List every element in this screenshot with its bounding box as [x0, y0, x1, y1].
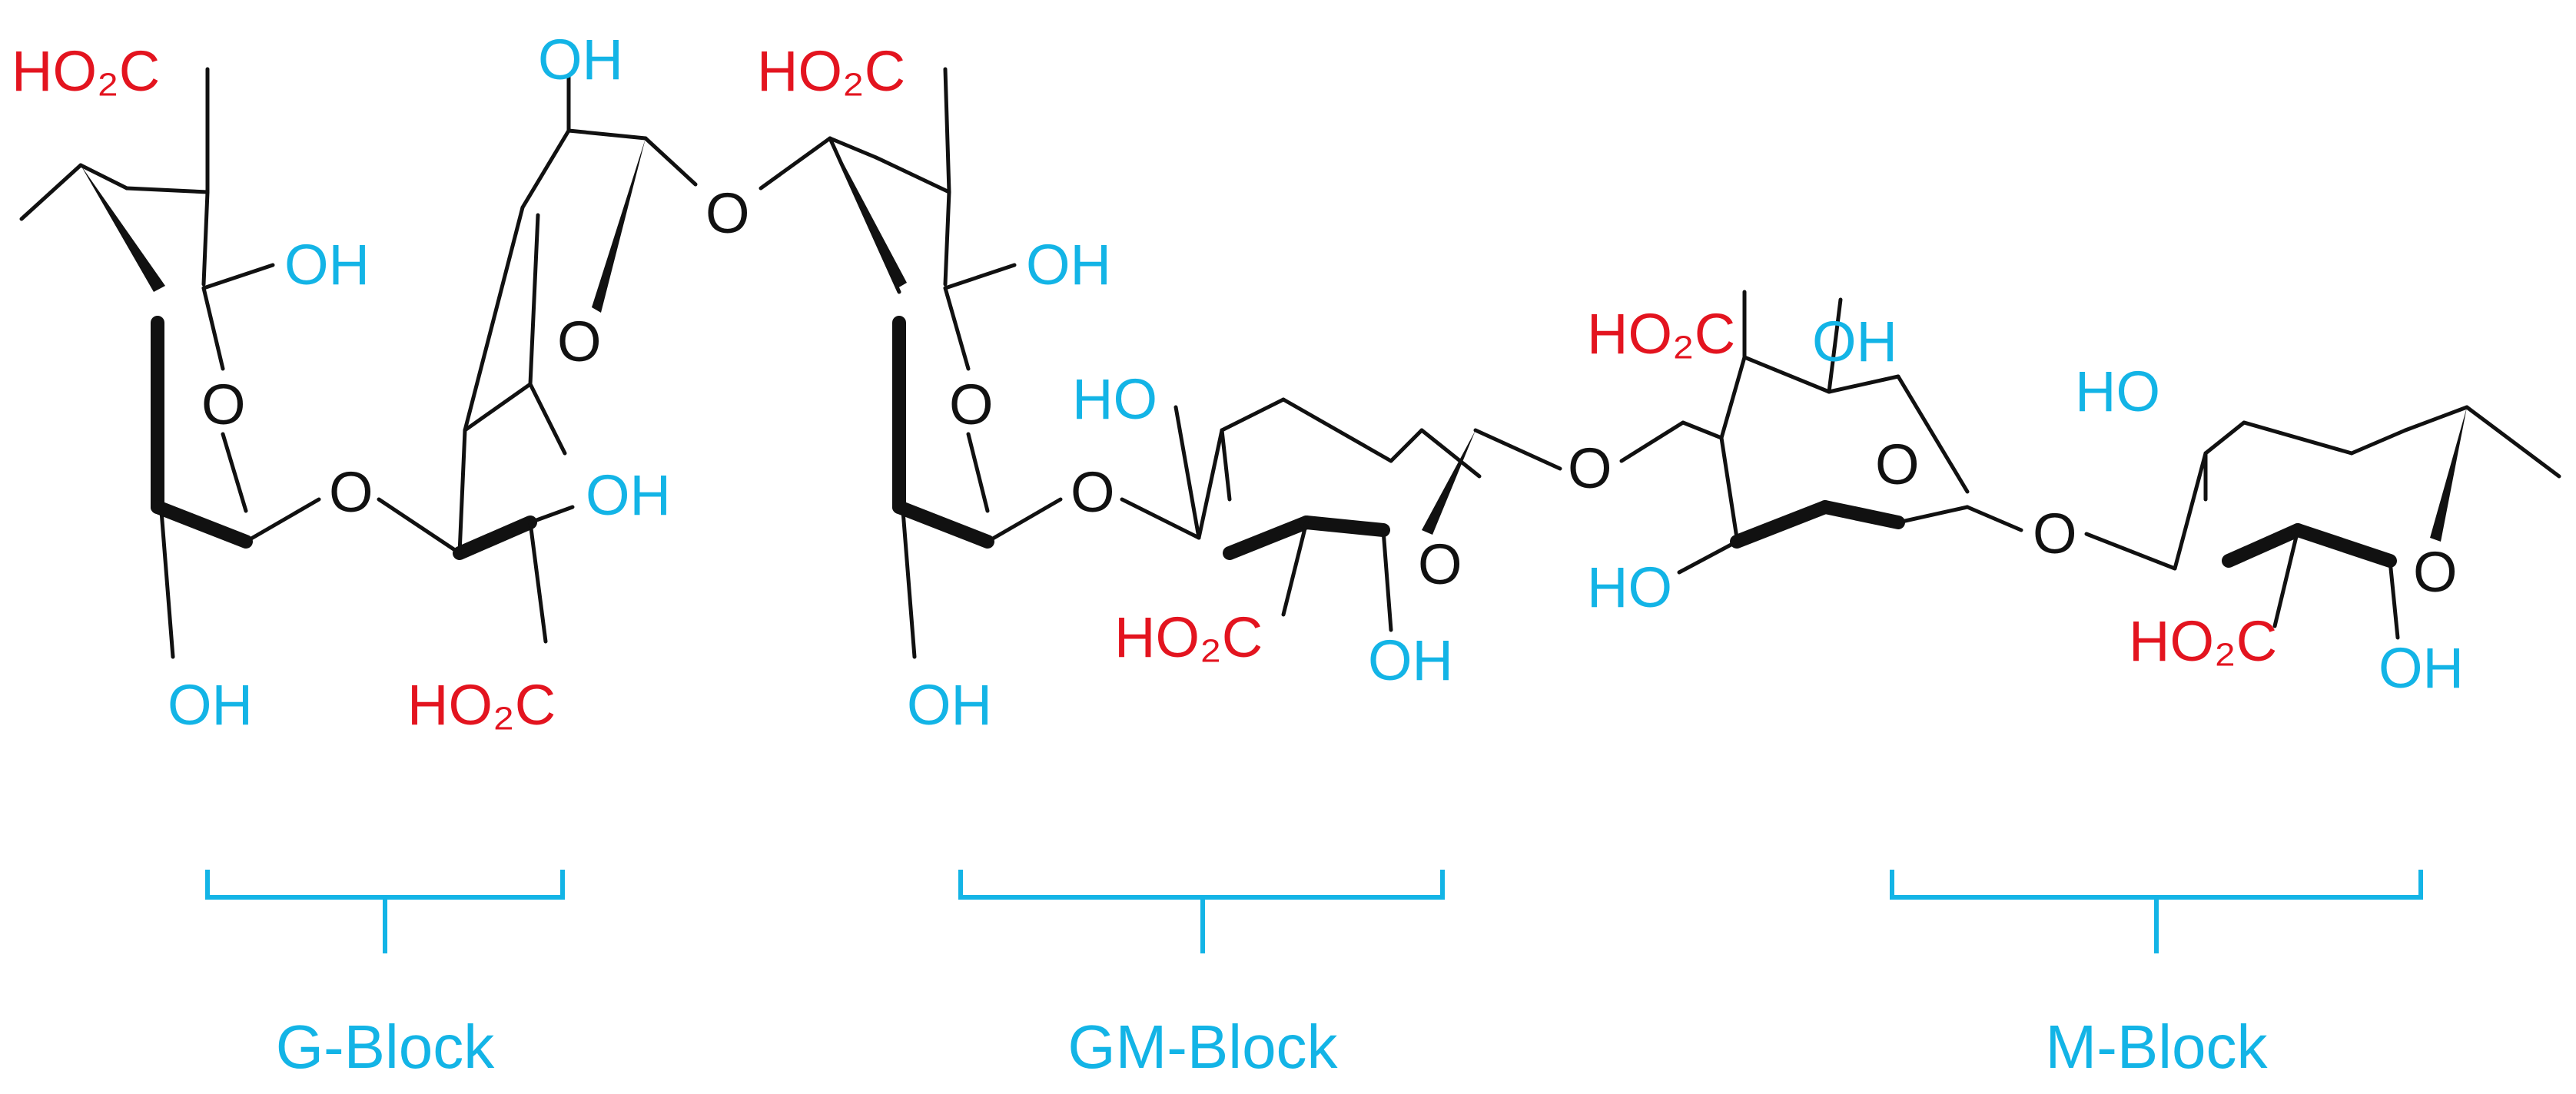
residue-6-ring-oxygen: O — [2413, 540, 2458, 604]
residue-3-lower-oh-label: OH — [907, 673, 992, 737]
residue-1-ring-oxygen: O — [201, 373, 246, 436]
glycosidic-oxygen-3: O — [1071, 460, 1115, 524]
residue-4-oh-label: HO — [1072, 367, 1157, 431]
glycosidic-oxygen-2: O — [705, 181, 750, 245]
residue-1-acid-label: HO₂C — [12, 39, 160, 103]
residue-5-bonds — [1677, 290, 2023, 575]
glycosidic-oxygen-5: O — [2033, 502, 2077, 565]
residue-2-acid-label: HO₂C — [407, 673, 556, 737]
residue-2-bonds — [453, 75, 698, 644]
glycosidic-bond-1 — [377, 497, 462, 555]
gm-block-bracket — [958, 870, 1445, 953]
residue-3-ring-oxygen: O — [949, 373, 994, 436]
residue-5-acid-label: HO₂C — [1587, 302, 1735, 366]
residue-4-acid-label: HO₂C — [1114, 605, 1263, 669]
residue-3-bonds — [828, 67, 1063, 659]
residue-2-ring-oxygen: O — [557, 310, 602, 373]
residue-4-ring-oxygen: O — [1418, 532, 1462, 596]
residue-5-lower-oh-label: HO — [1587, 555, 1672, 619]
residue-1-lower-oh-label: OH — [168, 673, 253, 737]
residue-6-bonds — [2173, 405, 2561, 640]
residue-3-acid-label: HO₂C — [757, 39, 905, 103]
residue-2-oh-label: OH — [586, 463, 671, 527]
residue-6-acid-label: HO₂C — [2129, 609, 2277, 673]
g-block-bracket — [205, 870, 565, 953]
g-block-label: G-Block — [276, 1013, 495, 1081]
gm-block-label: GM-Block — [1067, 1013, 1338, 1081]
residue-1-bonds — [19, 67, 321, 659]
m-block-bracket — [1890, 870, 2423, 953]
residue-4-lower-oh-label: OH — [1368, 628, 1453, 692]
residue-6-oh-label: HO — [2075, 360, 2160, 423]
residue-3-oh-label: OH — [1026, 233, 1111, 297]
glycosidic-bond-2 — [759, 136, 832, 191]
glycosidic-oxygen-1: O — [329, 460, 373, 524]
residue-2-top-oh-label: OH — [538, 28, 623, 91]
glycosidic-bond-4 — [1619, 420, 1685, 463]
residue-5-top-oh-label: OH — [1812, 310, 1897, 373]
glycosidic-bond-5 — [2084, 532, 2177, 571]
residue-5-ring-oxygen: O — [1875, 433, 1920, 496]
m-block-label: M-Block — [2046, 1013, 2269, 1081]
glycosidic-oxygen-4: O — [1568, 436, 1612, 500]
glycosidic-bond-3 — [1120, 497, 1201, 540]
residue-6-lower-oh-label: OH — [2378, 636, 2464, 700]
residue-4-bonds — [1173, 397, 1562, 632]
residue-1-oh-label: OH — [284, 233, 370, 297]
